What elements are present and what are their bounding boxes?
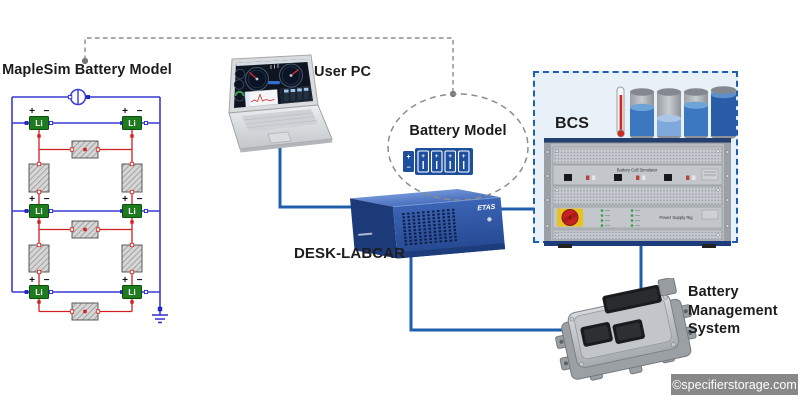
rack-top-unit-text: Battery Cell Simulator bbox=[617, 168, 658, 173]
power-supply-strip: Power Supply Rig bbox=[552, 206, 723, 229]
keyboard-rows bbox=[243, 112, 317, 129]
svg-text:Li: Li bbox=[128, 287, 136, 297]
rack-bottom-rail bbox=[544, 241, 731, 246]
svg-text:−: − bbox=[44, 194, 50, 205]
dashed-link-dot-left bbox=[81, 57, 89, 65]
maplesim-circuit: Li Li Li Li Li Li +− +− +− +− +− +− bbox=[11, 88, 168, 324]
svg-text:+: + bbox=[29, 106, 35, 117]
user-pc-label: User PC bbox=[314, 64, 372, 80]
labcar-power-led bbox=[487, 217, 492, 222]
screen-bar-meters bbox=[279, 85, 313, 104]
svg-text:−: − bbox=[137, 106, 143, 117]
screen-pill bbox=[268, 81, 280, 85]
dashed-model-link bbox=[84, 37, 454, 93]
labcar-left-face bbox=[350, 198, 398, 259]
panel-screws bbox=[555, 149, 720, 237]
svg-text:+: + bbox=[448, 153, 452, 160]
li-cell-label: Li bbox=[35, 118, 43, 128]
labcar-brand: ETAS bbox=[477, 204, 496, 213]
screen-menubar bbox=[236, 59, 308, 66]
red-nodes bbox=[36, 134, 135, 314]
svg-text:+: + bbox=[122, 106, 128, 117]
maplesim-title: MapleSim Battery Model bbox=[2, 62, 172, 78]
screen-chart bbox=[244, 89, 279, 108]
thermometer-icon bbox=[616, 86, 625, 138]
li-cells: Li Li Li Li Li Li +− +− +− +− +− +− bbox=[29, 106, 143, 299]
battery-cylinder bbox=[711, 86, 736, 140]
svg-text:−: − bbox=[137, 194, 143, 205]
rack-foot bbox=[558, 244, 572, 248]
rack-bottom-unit-text: Power Supply Rig bbox=[659, 215, 693, 220]
ear-holes bbox=[559, 309, 693, 366]
labcar-side-label bbox=[358, 232, 373, 236]
unit-type-label bbox=[701, 209, 719, 220]
gauge-icon bbox=[245, 63, 303, 91]
desk-labcar-label: DESK-LABCAR bbox=[294, 245, 406, 262]
battery-cylinder bbox=[684, 88, 708, 140]
battery-cylinder bbox=[630, 88, 654, 140]
polarity-signs: +− +− +− +− +− +− bbox=[29, 106, 143, 286]
battery-cylinder bbox=[657, 88, 681, 140]
svg-text:−: − bbox=[44, 106, 50, 117]
rack-foot bbox=[702, 244, 716, 248]
svg-text:−: − bbox=[137, 275, 143, 286]
mesh-panel bbox=[552, 146, 723, 165]
svg-text:Li: Li bbox=[35, 206, 43, 216]
bcs-label: BCS bbox=[555, 115, 590, 132]
line-labcar-to-bms bbox=[409, 240, 582, 332]
svg-text:+: + bbox=[29, 194, 35, 205]
laptop-front-edge bbox=[240, 139, 333, 153]
screen-ticks bbox=[270, 64, 279, 69]
led-labels bbox=[605, 210, 640, 226]
battery-cell-simulator-strip: Battery Cell Simulator bbox=[552, 164, 723, 186]
desk-labcar-device: ETAS bbox=[350, 189, 506, 259]
unit-type-label bbox=[701, 168, 719, 181]
rack-rail-screws bbox=[545, 150, 730, 228]
svg-text:+: + bbox=[406, 154, 410, 161]
labcar-top-face bbox=[350, 189, 501, 207]
line-pc-to-labcar bbox=[278, 146, 355, 209]
bcs-cell-cylinders bbox=[616, 86, 736, 140]
ground-icon bbox=[152, 306, 168, 324]
user-pc-laptop bbox=[228, 54, 333, 153]
svg-text:+: + bbox=[29, 275, 35, 286]
svg-text:+: + bbox=[122, 194, 128, 205]
rack-top-edge bbox=[544, 138, 731, 143]
battery-model-label: Battery Model bbox=[409, 123, 507, 139]
battery-model-bubble: + − + + + + bbox=[387, 93, 529, 201]
status-leds bbox=[600, 209, 634, 227]
laptop-trackpad bbox=[267, 131, 292, 144]
watermark: ©specifierstorage.com bbox=[671, 374, 798, 395]
battery-model-oval bbox=[387, 93, 529, 201]
bms-ecu-device bbox=[555, 278, 697, 381]
battery-pack-icon: + − + + + + bbox=[403, 148, 473, 175]
svg-text:−: − bbox=[44, 275, 50, 286]
labcar-bottom-strip bbox=[396, 243, 506, 259]
labcar-vent-grille bbox=[400, 208, 458, 246]
mesh-panel bbox=[552, 229, 723, 241]
svg-text:+: + bbox=[462, 153, 466, 160]
mesh-panel bbox=[552, 185, 723, 206]
bcs-rack-unit: Battery Cell Simulator Power Supply bbox=[544, 138, 731, 248]
svg-text:Li: Li bbox=[128, 206, 136, 216]
svg-text:+: + bbox=[122, 275, 128, 286]
indicator-leds bbox=[586, 175, 696, 180]
svg-text:Li: Li bbox=[128, 118, 136, 128]
svg-text:+: + bbox=[435, 153, 439, 160]
bms-label: Battery Management System bbox=[688, 284, 778, 337]
power-switch-icon bbox=[561, 209, 579, 226]
small-gauge-icon bbox=[233, 68, 246, 102]
ethernet-port bbox=[564, 174, 672, 181]
svg-text:+: + bbox=[421, 153, 425, 160]
current-source-icon bbox=[67, 88, 91, 106]
svg-text:−: − bbox=[406, 165, 410, 172]
svg-text:Li: Li bbox=[35, 287, 43, 297]
bms-side-block bbox=[657, 278, 677, 297]
bms-screws bbox=[569, 294, 676, 367]
